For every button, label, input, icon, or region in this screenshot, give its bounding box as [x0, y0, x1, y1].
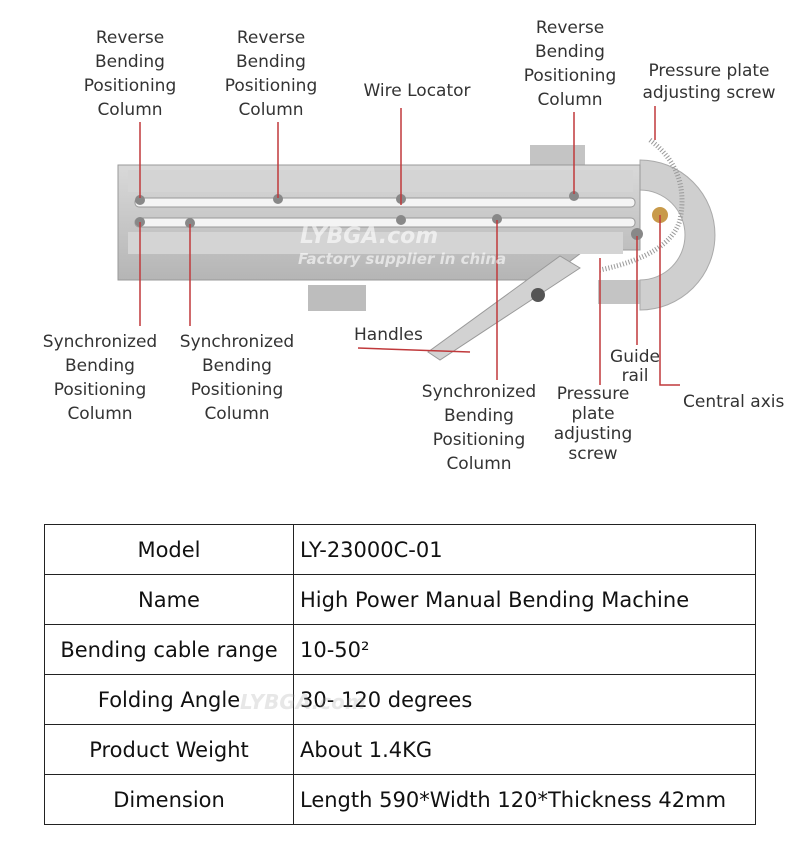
callout-wire-locator: Wire Locator	[363, 81, 471, 101]
callout-pressure-screw-bottom: Pressure plate adjusting screw	[553, 384, 633, 464]
watermark-brand: LYBGA.com	[300, 224, 439, 249]
spec-key: Dimension	[44, 774, 294, 825]
spec-value: Length 590*Width 120*Thickness 42mm	[293, 774, 756, 825]
spec-key: Model	[44, 524, 294, 575]
callout-reverse-column-1: Reverse Bending Positioning Column	[83, 28, 177, 120]
spec-key: Bending cable range	[44, 624, 294, 675]
callout-handles: Handles	[354, 325, 423, 345]
spec-key: Name	[44, 574, 294, 625]
bending-arc-plate	[639, 159, 716, 311]
spring	[599, 138, 685, 273]
callout-central-axis: Central axis	[683, 392, 785, 412]
ruler-bottom	[128, 232, 623, 254]
callout-reverse-column-3: Reverse Bending Positioning Column	[523, 18, 617, 110]
mount-bracket	[308, 285, 366, 311]
callout-sync-column-3: Synchronized Bending Positioning Column	[421, 382, 537, 474]
callout-reverse-column-2: Reverse Bending Positioning Column	[224, 28, 318, 120]
handle-bar	[427, 255, 581, 361]
spec-key: Folding Angle	[44, 674, 294, 725]
slot-bottom	[134, 217, 636, 228]
callout-sync-column-2: Synchronized Bending Positioning Column	[179, 332, 295, 424]
slot-top	[134, 197, 636, 208]
spec-value: High Power Manual Bending Machine	[293, 574, 756, 625]
ruler-top	[128, 170, 633, 192]
callout-sync-column-1: Synchronized Bending Positioning Column	[42, 332, 158, 424]
callout-guide-rail: Guide rail	[610, 347, 660, 386]
spec-value: LY-23000C-01	[293, 524, 756, 575]
spec-key: Product Weight	[44, 724, 294, 775]
watermark-tagline: Factory supplier in china	[298, 250, 507, 268]
spec-value: 30- 120 degrees	[293, 674, 756, 725]
callout-pressure-screw-top: Pressure plate adjusting screw	[642, 61, 776, 103]
spec-value: 10-50²	[293, 624, 756, 675]
bending-machine-diagram	[117, 106, 716, 386]
mount-bracket	[530, 145, 585, 167]
table-watermark: LYBGA.com	[240, 690, 366, 714]
spec-value: About 1.4KG	[293, 724, 756, 775]
leader-lines	[139, 106, 680, 386]
